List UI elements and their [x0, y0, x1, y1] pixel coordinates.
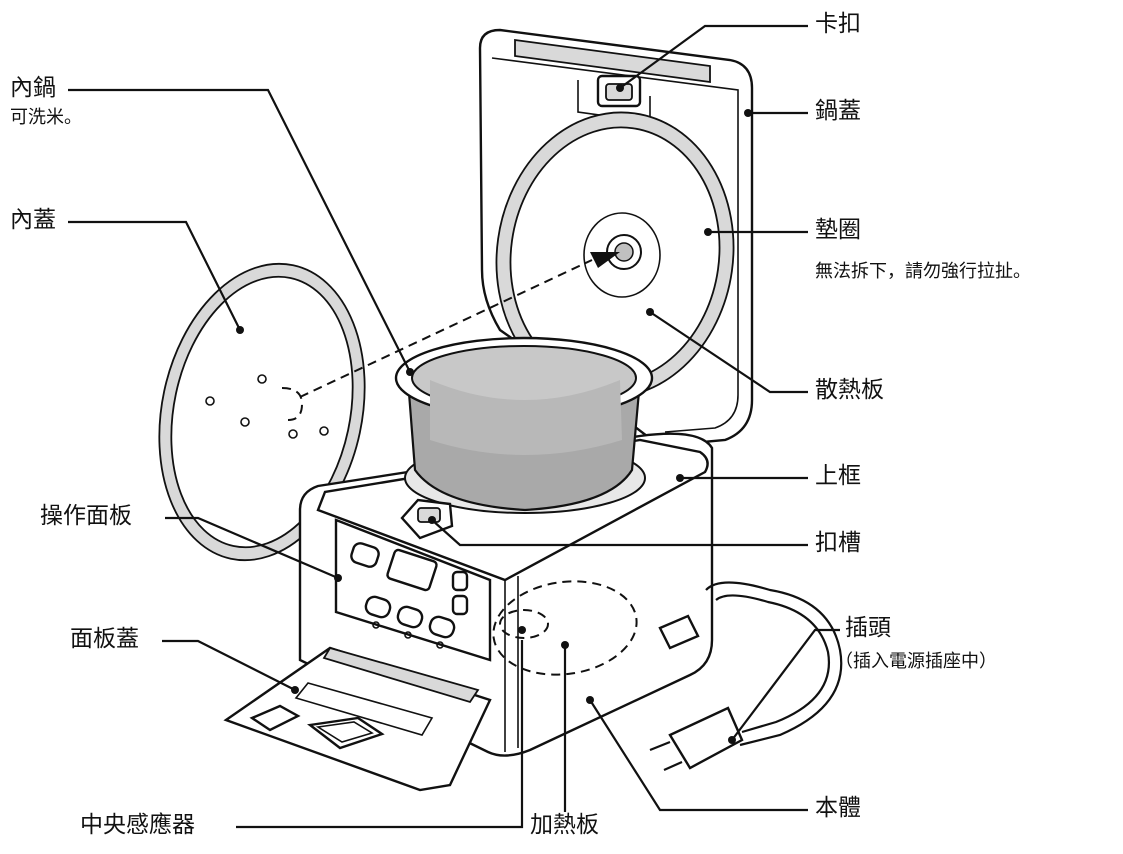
label-heat-dissipation-plate: 散熱板 — [815, 377, 884, 403]
label-body: 本體 — [815, 795, 861, 821]
alignment-dashed-line — [299, 259, 593, 398]
leader-dots — [236, 84, 752, 744]
label-inner-pot-note: 可洗米。 — [10, 107, 82, 128]
inner-pot-illustration — [394, 336, 654, 514]
label-plug: 插頭 — [845, 615, 891, 641]
inner-lid-illustration — [158, 262, 366, 562]
label-center-sensor: 中央感應器 — [80, 812, 195, 838]
label-pot-lid: 鍋蓋 — [815, 98, 861, 124]
label-heating-plate: 加熱板 — [530, 812, 599, 838]
label-upper-frame: 上框 — [815, 463, 861, 489]
leader-lines — [68, 24, 840, 829]
control-panel-illustration — [334, 518, 492, 662]
plug-illustration — [649, 706, 744, 772]
label-inner-pot: 內鍋 — [10, 75, 56, 101]
panel-cover-illustration — [223, 646, 492, 792]
label-gasket: 墊圈 — [815, 217, 861, 243]
label-panel-cover: 面板蓋 — [70, 626, 139, 652]
label-gasket-note: 無法拆下，請勿強行拉扯。 — [815, 261, 1031, 282]
label-control-panel: 操作面板 — [40, 503, 132, 529]
label-latch-slot: 扣槽 — [815, 530, 861, 556]
label-inner-lid: 內蓋 — [10, 207, 56, 233]
label-latch: 卡扣 — [815, 11, 861, 37]
alignment-arrowhead — [590, 252, 620, 268]
label-plug-note: （插入電源插座中） — [835, 651, 997, 672]
